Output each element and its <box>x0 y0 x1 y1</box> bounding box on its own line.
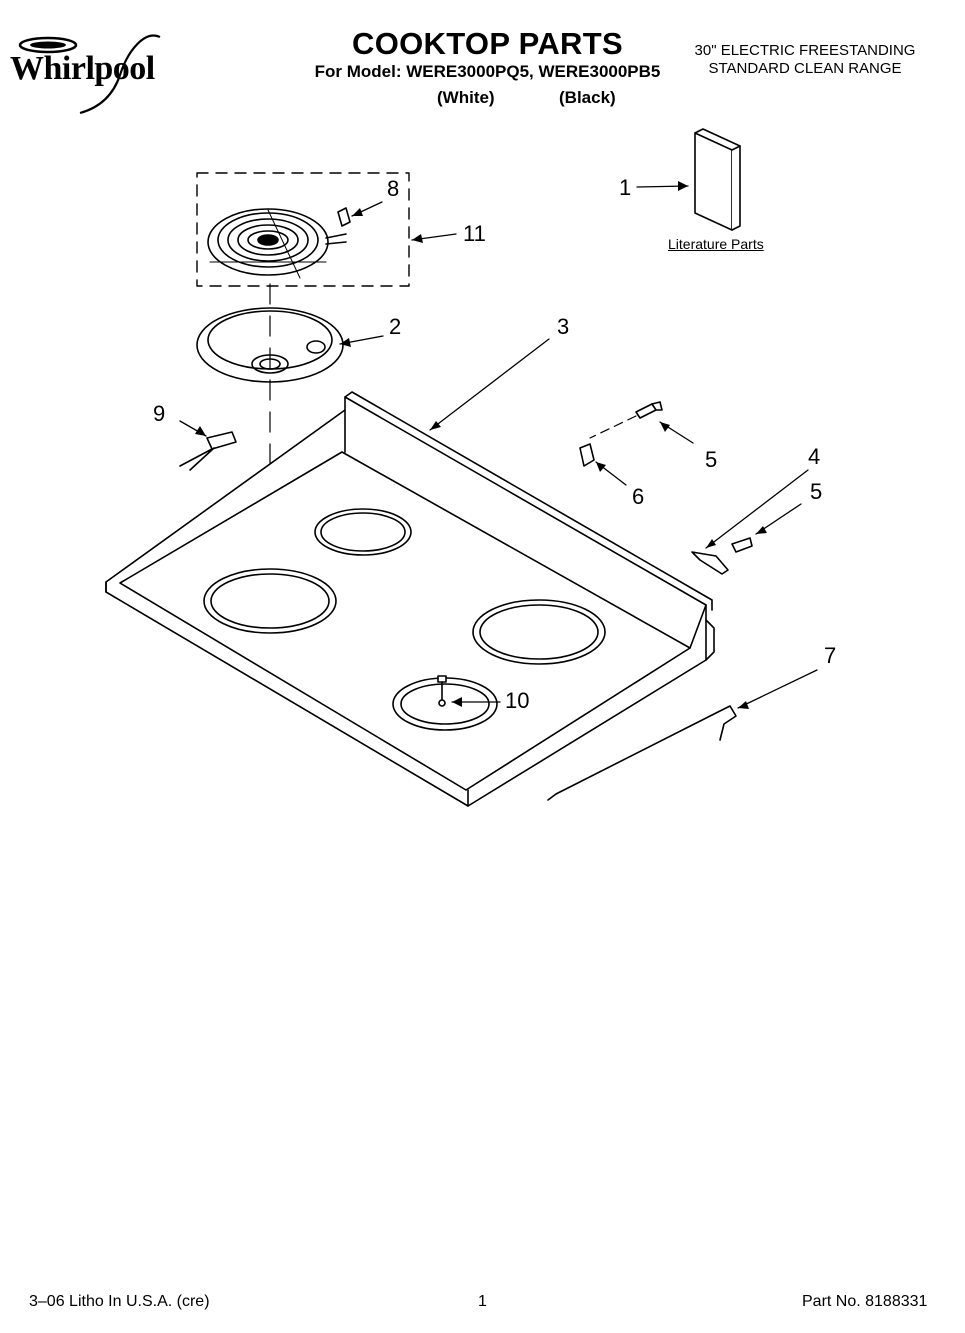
support-rod <box>547 705 737 801</box>
product-type-line2: STANDARD CLEAN RANGE <box>708 60 902 77</box>
callout-11: 11 <box>463 221 486 246</box>
callout-10: 10 <box>505 688 530 713</box>
terminal-block <box>179 431 237 471</box>
burner-opening-rear-right <box>472 599 606 665</box>
footer-page-number: 1 <box>478 1293 487 1310</box>
callout-2: 2 <box>389 314 402 339</box>
receptacle-clip <box>337 207 351 227</box>
callout-9: 9 <box>153 401 166 426</box>
surface-element-coil <box>207 208 347 279</box>
screw-lower <box>731 537 753 553</box>
cooktop-panel <box>105 391 715 807</box>
callout-4: 4 <box>808 444 821 469</box>
variant-black-label: (Black) <box>559 88 616 107</box>
footer-part-number: Part No. 8188331 <box>802 1293 928 1310</box>
burner-opening-front-right <box>392 675 498 731</box>
element-assembly-box <box>196 172 410 287</box>
product-type-line1: 30" ELECTRIC FREESTANDING <box>694 42 916 59</box>
callout-6: 6 <box>632 484 645 509</box>
model-subtitle: For Model: WERE3000PQ5, WERE3000PB5 <box>314 62 661 81</box>
whirlpool-logo: Whirlpool <box>10 50 155 87</box>
callout-1: 1 <box>619 175 632 200</box>
whirlpool-logo-swoosh <box>18 34 161 115</box>
hinge-clip <box>579 443 595 467</box>
literature-packet <box>694 128 741 231</box>
burner-opening-rear-left <box>314 508 412 556</box>
literature-parts-label: Literature Parts <box>668 236 764 252</box>
screw-upper <box>635 401 663 419</box>
mounting-bracket <box>691 551 729 575</box>
callout-3: 3 <box>557 314 570 339</box>
burner-opening-front-left <box>203 568 337 634</box>
variant-white-label: (White) <box>437 88 495 107</box>
footer-print-info: 3–06 Litho In U.S.A. (cre) <box>29 1293 210 1310</box>
callout-8: 8 <box>387 176 400 201</box>
callout-5-upper: 5 <box>705 447 718 472</box>
callout-5-lower: 5 <box>810 479 823 504</box>
page-title: COOKTOP PARTS <box>352 26 623 61</box>
callout-7: 7 <box>824 643 837 668</box>
